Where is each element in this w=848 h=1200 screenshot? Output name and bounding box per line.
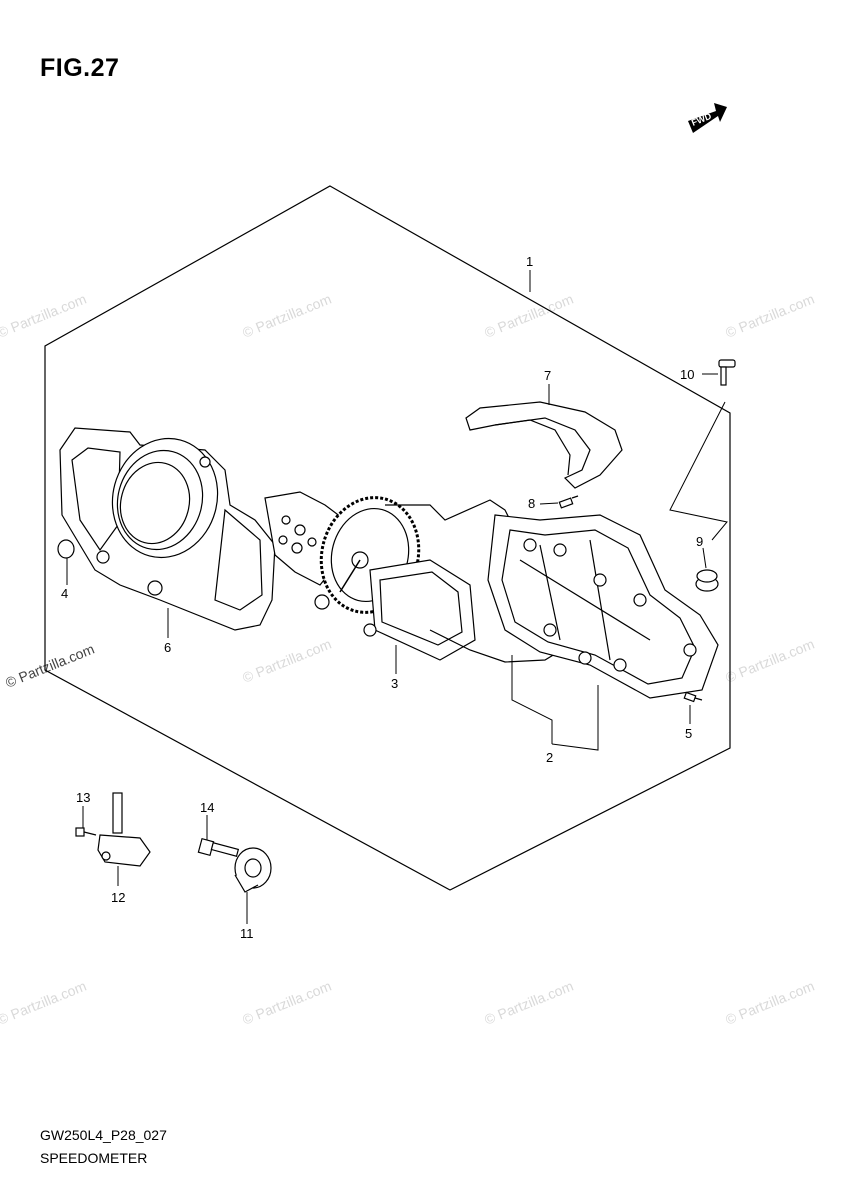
watermark: © Partzilla.com — [723, 978, 816, 1028]
callout-3: 3 — [391, 676, 398, 691]
callout-4: 4 — [61, 586, 68, 601]
part-8-screw — [558, 495, 579, 509]
part-9-grommet — [695, 569, 719, 592]
part-2-lower-case — [487, 514, 719, 699]
callout-7: 7 — [544, 368, 551, 383]
watermark: © Partzilla.com — [240, 291, 333, 341]
part-4-cap — [57, 539, 75, 559]
part-6-meter-case — [59, 427, 276, 631]
callout-12: 12 — [111, 890, 125, 905]
part-14-bolt — [197, 837, 240, 857]
callout-6: 6 — [164, 640, 171, 655]
part-10-bolt — [718, 359, 736, 386]
diagram-code: GW250L4_P28_027 — [40, 1127, 167, 1143]
watermark: © Partzilla.com — [482, 291, 575, 341]
leader-lines — [66, 270, 728, 924]
callout-11: 11 — [240, 926, 254, 941]
callout-labels: 1 2 3 4 5 6 7 8 9 10 11 12 13 14 — [61, 254, 703, 941]
watermark: © Partzilla.com — [0, 291, 89, 341]
fwd-arrow-icon: FWD — [688, 103, 727, 133]
watermark: © Partzilla.com — [723, 291, 816, 341]
figure-title: FIG.27 — [40, 54, 120, 82]
part-5-screw — [683, 691, 703, 703]
callout-9: 9 — [696, 534, 703, 549]
watermark: © Partzilla.com — [723, 636, 816, 686]
callout-14: 14 — [200, 800, 214, 815]
part-3-gauge-unit — [314, 496, 476, 661]
part-11-bracket — [234, 847, 272, 893]
watermark: © Partzilla.com — [482, 978, 575, 1028]
assembly-outline — [44, 185, 731, 891]
part-7-visor — [465, 401, 623, 489]
part-13-screw — [75, 827, 97, 837]
callout-13: 13 — [76, 790, 90, 805]
diagram-title: SPEEDOMETER — [40, 1150, 148, 1166]
watermark: © Partzilla.com — [0, 978, 89, 1028]
part-12-sensor — [97, 792, 151, 867]
callout-2: 2 — [546, 750, 553, 765]
callout-1: 1 — [526, 254, 533, 269]
watermark: © Partzilla.com — [240, 978, 333, 1028]
callout-5: 5 — [685, 726, 692, 741]
callout-10: 10 — [680, 367, 694, 382]
watermark-dark: © Partzilla.com — [3, 641, 96, 691]
callout-8: 8 — [528, 496, 535, 511]
watermark: © Partzilla.com — [240, 636, 333, 686]
